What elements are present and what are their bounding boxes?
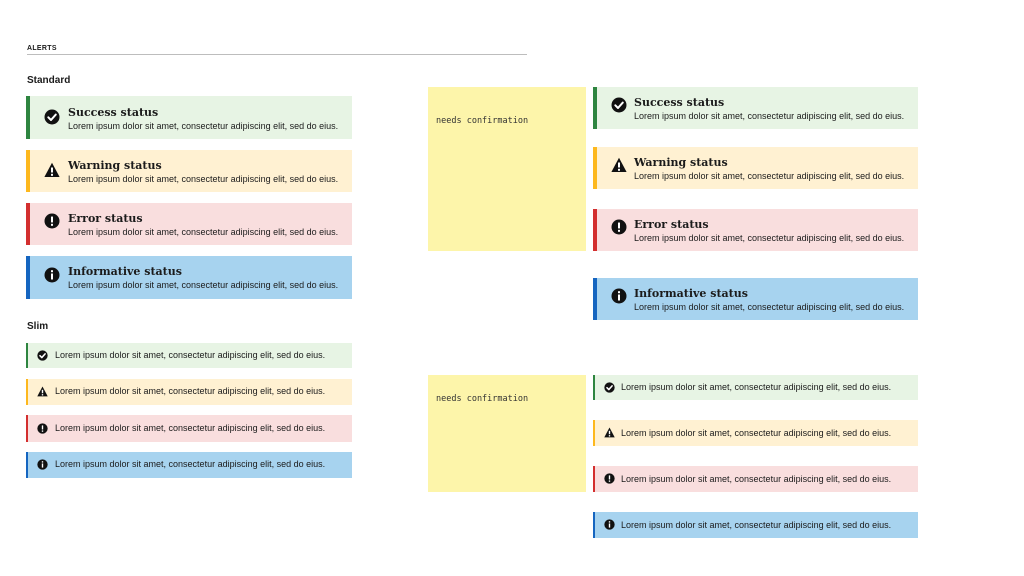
alert-body: Lorem ipsum dolor sit amet, consectetur … xyxy=(621,382,892,392)
info-alert-slim: Lorem ipsum dolor sit amet, consectetur … xyxy=(593,512,918,538)
alert-body: Lorem ipsum dolor sit amet, consectetur … xyxy=(68,280,339,290)
alert-heading: Informative status xyxy=(68,265,182,278)
group-title-standard: Standard xyxy=(27,75,71,86)
section-divider xyxy=(27,54,527,55)
warning-alert-slim: Lorem ipsum dolor sit amet, consectetur … xyxy=(26,379,352,405)
exclamation-circle-icon xyxy=(44,213,60,229)
alert-body: Lorem ipsum dolor sit amet, consectetur … xyxy=(634,111,905,121)
info-circle-icon xyxy=(611,288,627,304)
alert-body: Lorem ipsum dolor sit amet, consectetur … xyxy=(55,459,326,469)
alert-body: Lorem ipsum dolor sit amet, consectetur … xyxy=(55,423,326,433)
warning-triangle-icon xyxy=(37,386,48,397)
sticky-note: needs confirmation xyxy=(428,87,586,251)
info-alert-slim: Lorem ipsum dolor sit amet, consectetur … xyxy=(26,452,352,478)
info-circle-icon xyxy=(37,459,48,470)
sticky-note-text: needs confirmation xyxy=(436,394,529,404)
warning-triangle-icon xyxy=(611,157,627,173)
success-alert-slim: Lorem ipsum dolor sit amet, consectetur … xyxy=(26,343,352,368)
alert-heading: Informative status xyxy=(634,287,748,300)
sticky-note: needs confirmation xyxy=(428,375,586,492)
alert-body: Lorem ipsum dolor sit amet, consectetur … xyxy=(68,121,339,131)
warning-alert-slim: Lorem ipsum dolor sit amet, consectetur … xyxy=(593,420,918,446)
alert-heading: Success status xyxy=(68,106,159,119)
sticky-note-text: needs confirmation xyxy=(436,116,529,126)
check-circle-icon xyxy=(611,97,627,113)
check-circle-icon xyxy=(44,109,60,125)
section-title: ALERTS xyxy=(27,45,57,52)
success-alert: Success status Lorem ipsum dolor sit ame… xyxy=(26,96,352,139)
group-title-slim: Slim xyxy=(27,321,49,332)
alert-heading: Warning status xyxy=(634,156,728,169)
success-alert: Success status Lorem ipsum dolor sit ame… xyxy=(593,87,918,129)
info-circle-icon xyxy=(44,267,60,283)
info-circle-icon xyxy=(604,519,615,530)
alert-body: Lorem ipsum dolor sit amet, consectetur … xyxy=(634,233,905,243)
exclamation-circle-icon xyxy=(37,423,48,434)
error-alert-slim: Lorem ipsum dolor sit amet, consectetur … xyxy=(26,415,352,442)
warning-alert: Warning status Lorem ipsum dolor sit ame… xyxy=(593,147,918,189)
warning-triangle-icon xyxy=(604,427,615,438)
error-alert: Error status Lorem ipsum dolor sit amet,… xyxy=(26,203,352,245)
warning-alert: Warning status Lorem ipsum dolor sit ame… xyxy=(26,150,352,192)
alert-body: Lorem ipsum dolor sit amet, consectetur … xyxy=(634,171,905,181)
alert-body: Lorem ipsum dolor sit amet, consectetur … xyxy=(621,428,892,438)
error-alert-slim: Lorem ipsum dolor sit amet, consectetur … xyxy=(593,466,918,492)
info-alert: Informative status Lorem ipsum dolor sit… xyxy=(26,256,352,299)
warning-triangle-icon xyxy=(44,162,60,178)
alert-body: Lorem ipsum dolor sit amet, consectetur … xyxy=(55,350,326,360)
alert-body: Lorem ipsum dolor sit amet, consectetur … xyxy=(634,302,905,312)
exclamation-circle-icon xyxy=(611,219,627,235)
alert-body: Lorem ipsum dolor sit amet, consectetur … xyxy=(68,227,339,237)
alert-body: Lorem ipsum dolor sit amet, consectetur … xyxy=(68,174,339,184)
check-circle-icon xyxy=(604,382,615,393)
alert-heading: Warning status xyxy=(68,159,162,172)
alert-heading: Error status xyxy=(68,212,143,225)
alert-body: Lorem ipsum dolor sit amet, consectetur … xyxy=(621,520,892,530)
alert-heading: Error status xyxy=(634,218,709,231)
alert-heading: Success status xyxy=(634,96,725,109)
info-alert: Informative status Lorem ipsum dolor sit… xyxy=(593,278,918,320)
success-alert-slim: Lorem ipsum dolor sit amet, consectetur … xyxy=(593,375,918,400)
error-alert: Error status Lorem ipsum dolor sit amet,… xyxy=(593,209,918,251)
exclamation-circle-icon xyxy=(604,473,615,484)
check-circle-icon xyxy=(37,350,48,361)
alert-body: Lorem ipsum dolor sit amet, consectetur … xyxy=(55,386,326,396)
alert-body: Lorem ipsum dolor sit amet, consectetur … xyxy=(621,474,892,484)
